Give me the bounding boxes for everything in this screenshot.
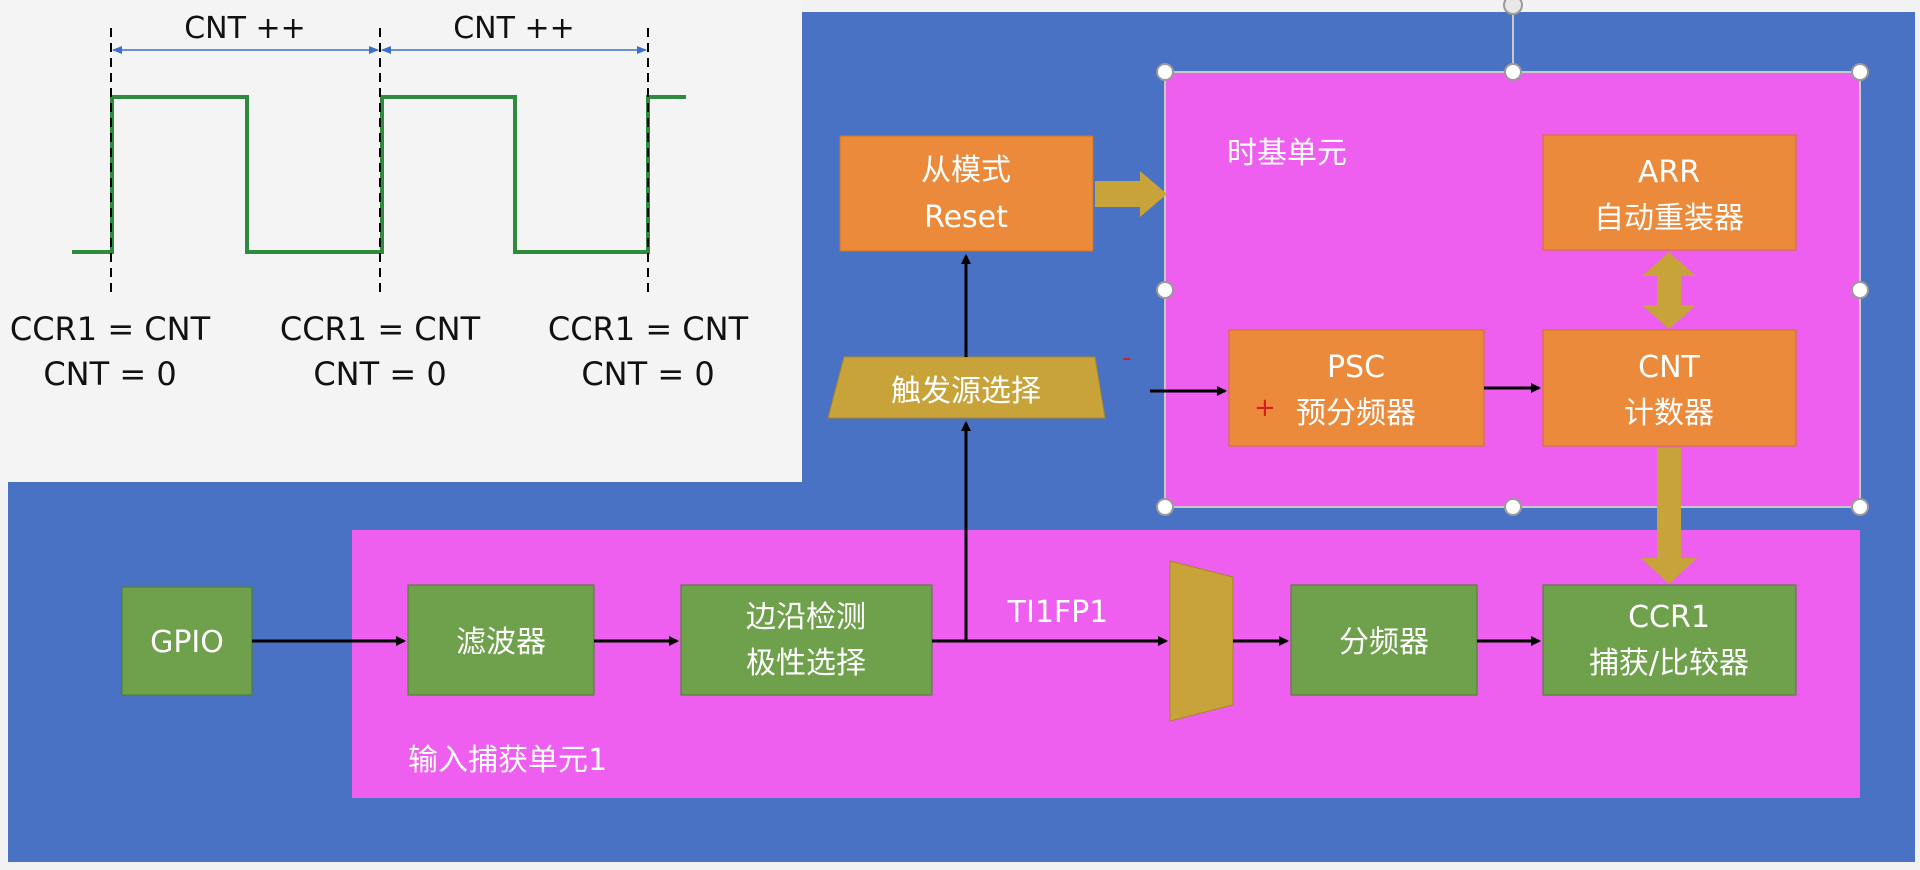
filter-block[interactable] [407,584,595,696]
minus-mark: - [1122,343,1131,373]
psc-block[interactable] [1228,329,1485,447]
resize-handle[interactable] [1156,498,1174,516]
interval-label: CNT ++ [453,11,575,46]
edge-note-cnt: CNT = 0 [43,355,176,393]
arr-cnt-double-arrow [1642,252,1696,329]
ti1fp1-label: TI1FP1 [1007,595,1109,630]
edge-detect-sublabel: 极性选择 [746,646,866,681]
cnt-sublabel: 计数器 [1624,396,1714,431]
slave-to-timebase-arrow [1095,171,1167,217]
plus-mark: + [1254,393,1276,423]
divider-label: 分频器 [1339,625,1429,660]
edge-detect-label: 边沿检测 [746,600,866,635]
slave-mode-sublabel: Reset [924,200,1008,235]
resize-handle[interactable] [1156,63,1174,81]
resize-handle[interactable] [1156,281,1174,299]
resize-handle[interactable] [1851,281,1869,299]
interval-label: CNT ++ [184,11,306,46]
input-mux [1169,560,1234,722]
edge-note-cnt: CNT = 0 [581,355,714,393]
cnt-block[interactable] [1542,329,1797,447]
arr-sublabel: 自动重装器 [1594,201,1744,236]
resize-handles[interactable] [1156,63,1869,516]
ccr1-block[interactable] [1542,584,1797,696]
ccr1-sublabel: 捕获/比较器 [1589,646,1749,681]
resize-handle[interactable] [1851,498,1869,516]
edge-note-ccr: CCR1 = CNT [10,310,211,348]
edge-note-cnt: CNT = 0 [313,355,446,393]
trigger-select-block[interactable] [827,356,1106,419]
trigger-select-label: 触发源选择 [891,374,1041,409]
psc-sublabel: 预分频器 [1296,396,1416,431]
timebase-title: 时基单元 [1227,136,1347,171]
arr-label: ARR [1638,155,1700,190]
psc-label: PSC [1327,350,1385,385]
edge-note-ccr: CCR1 = CNT [548,310,749,348]
resize-handle[interactable] [1851,63,1869,81]
ccr1-label: CCR1 [1628,600,1710,635]
input-capture-title: 输入捕获单元1 [408,743,607,778]
filter-label: 滤波器 [456,625,546,660]
cnt-to-ccr1-arrow [1641,448,1697,584]
edge-detect-block[interactable] [680,584,933,696]
timing-panel [0,0,802,482]
cnt-label: CNT [1638,350,1700,385]
slave-mode-block[interactable] [839,135,1094,252]
rotate-handle-icon[interactable] [1503,0,1523,15]
gpio-label: GPIO [150,625,224,660]
divider-block[interactable] [1290,584,1478,696]
slave-mode-label: 从模式 [921,153,1011,188]
resize-handle[interactable] [1504,63,1522,81]
gpio-block[interactable] [121,586,253,696]
arr-block[interactable] [1542,134,1797,251]
resize-handle[interactable] [1504,498,1522,516]
edge-note-ccr: CCR1 = CNT [280,310,481,348]
